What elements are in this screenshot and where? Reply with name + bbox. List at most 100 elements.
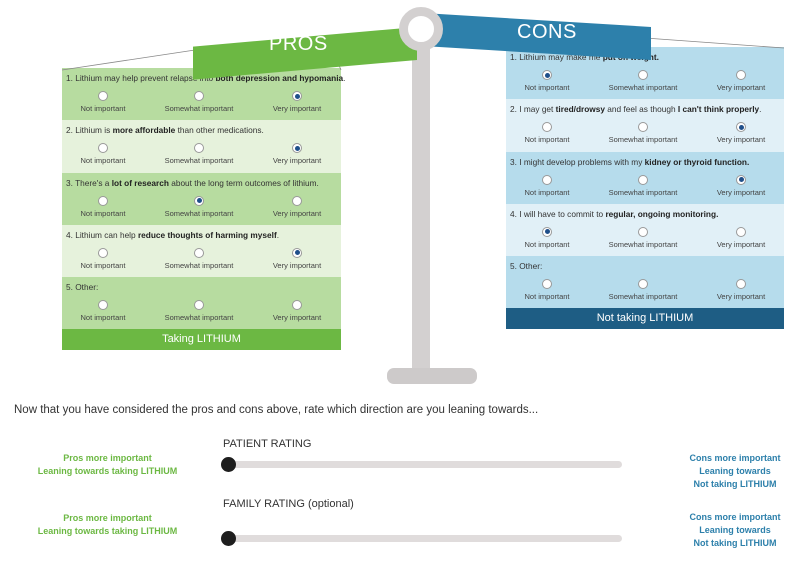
importance-radio[interactable] [638, 174, 648, 185]
question-fragment: 2. I may get [510, 104, 556, 115]
importance-option[interactable]: Somewhat important [598, 174, 688, 197]
importance-radio[interactable] [292, 195, 302, 206]
importance-label: Not important [524, 187, 570, 197]
importance-label: Very important [272, 313, 322, 323]
family-rating-title: FAMILY RATING (optional) [223, 498, 354, 510]
importance-radio[interactable] [638, 70, 648, 80]
importance-option[interactable]: Somewhat important [154, 91, 244, 113]
importance-option[interactable]: Somewhat important [598, 226, 688, 249]
importance-option[interactable]: Very important [696, 122, 786, 144]
patient-rating-title: PATIENT RATING [223, 438, 312, 450]
importance-radio[interactable] [542, 70, 552, 80]
importance-option[interactable]: Somewhat important [154, 300, 244, 322]
importance-radio[interactable] [292, 91, 302, 101]
importance-radio[interactable] [194, 247, 204, 258]
question-fragment: 2. Lithium is [66, 125, 113, 136]
question-fragment: 1. Lithium may make me [510, 52, 603, 62]
cons-question-2: 2. I may get tired/drowsy and feel as th… [506, 99, 784, 152]
patient-rating-slider[interactable] [221, 457, 622, 473]
pros-question-5: 5. Other: Not important Somewhat important… [62, 277, 342, 330]
importance-radio[interactable] [194, 91, 204, 101]
cons-panel: 1. Lithium may make me put on weight.Not… [506, 47, 786, 330]
importance-option[interactable]: Not important [58, 195, 148, 218]
importance-label: Very important [272, 260, 322, 270]
family-rating-slider[interactable] [221, 531, 622, 547]
importance-option[interactable]: Not important [502, 122, 592, 144]
importance-radio[interactable] [292, 300, 302, 311]
importance-radio[interactable] [542, 122, 552, 133]
importance-option[interactable]: Somewhat important [154, 247, 244, 270]
patient-cons-label: Cons more important Leaning towards Not … [680, 452, 790, 491]
importance-radio[interactable] [736, 226, 746, 237]
importance-option[interactable]: Not important [502, 174, 592, 197]
importance-options: Not important Somewhat important Very impo… [506, 174, 786, 201]
pros-question-3: 3. There's a lot of research about the l… [62, 172, 342, 225]
slider-thumb[interactable] [221, 531, 236, 546]
importance-option[interactable]: Somewhat important [598, 122, 688, 144]
importance-radio[interactable] [736, 70, 746, 80]
importance-radio[interactable] [736, 122, 746, 133]
importance-label: Not important [80, 104, 126, 113]
importance-label: Very important [272, 208, 322, 218]
importance-label: Very important [716, 135, 766, 145]
slider-track[interactable] [225, 535, 622, 542]
importance-option[interactable]: Not important [58, 300, 148, 322]
importance-option[interactable]: Not important [502, 70, 592, 92]
question-fragment: 5. Other: [66, 282, 99, 293]
importance-radio[interactable] [542, 174, 552, 185]
importance-radio[interactable] [292, 143, 302, 154]
importance-option[interactable]: Not important [502, 226, 592, 249]
importance-radio[interactable] [98, 247, 108, 258]
importance-radio[interactable] [98, 195, 108, 206]
importance-radio[interactable] [98, 143, 108, 154]
importance-option[interactable]: Not important [58, 143, 148, 165]
importance-radio[interactable] [542, 279, 552, 290]
importance-option[interactable]: Not important [502, 279, 592, 301]
question-text: 3. I might develop problems with my kidn… [510, 157, 780, 168]
importance-option[interactable]: Very important [696, 174, 786, 197]
importance-label: Very important [272, 104, 322, 113]
cons-question-4: 4. I will have to commit to regular, ong… [506, 203, 786, 257]
importance-option[interactable]: Very important [696, 70, 786, 92]
not-taking-text: Not taking LITHIUM [693, 479, 777, 489]
importance-radio[interactable] [638, 122, 648, 133]
importance-option[interactable]: Not important [58, 247, 148, 270]
importance-option[interactable]: Very important [696, 279, 786, 301]
not-taking-text: Not taking LITHIUM [693, 538, 777, 548]
question-fragment: . [343, 73, 346, 83]
importance-radio[interactable] [638, 279, 648, 290]
importance-option[interactable]: Very important [252, 247, 342, 270]
importance-option[interactable]: Somewhat important [598, 279, 688, 301]
importance-label: Somewhat important [608, 292, 678, 302]
importance-option[interactable]: Very important [252, 143, 342, 165]
importance-radio[interactable] [98, 300, 108, 311]
importance-option[interactable]: Somewhat important [598, 70, 688, 92]
importance-option[interactable]: Very important [696, 226, 786, 249]
slider-track[interactable] [225, 461, 622, 468]
importance-radio[interactable] [194, 195, 204, 206]
importance-option[interactable]: Very important [252, 300, 342, 322]
importance-radio[interactable] [98, 91, 108, 101]
pros-footer: Taking LITHIUM [62, 329, 341, 351]
question-emphasis: I can't think properly [677, 104, 760, 115]
importance-radio[interactable] [542, 226, 552, 237]
importance-label: Not important [80, 313, 126, 323]
importance-radio[interactable] [736, 174, 746, 185]
importance-radio[interactable] [638, 226, 648, 237]
importance-label: Somewhat important [608, 135, 678, 145]
question-emphasis: more affordable [112, 125, 176, 136]
importance-option[interactable]: Somewhat important [154, 143, 244, 165]
importance-option[interactable]: Somewhat important [154, 195, 244, 218]
importance-radio[interactable] [194, 143, 204, 154]
importance-radio[interactable] [736, 279, 746, 290]
question-fragment: 4. Lithium can help [66, 229, 138, 240]
importance-option[interactable]: Very important [252, 91, 342, 113]
slider-thumb[interactable] [221, 457, 236, 472]
importance-option[interactable]: Not important [58, 91, 148, 113]
importance-radio[interactable] [194, 300, 204, 311]
importance-option[interactable]: Very important [252, 195, 342, 218]
importance-radio[interactable] [292, 247, 302, 258]
